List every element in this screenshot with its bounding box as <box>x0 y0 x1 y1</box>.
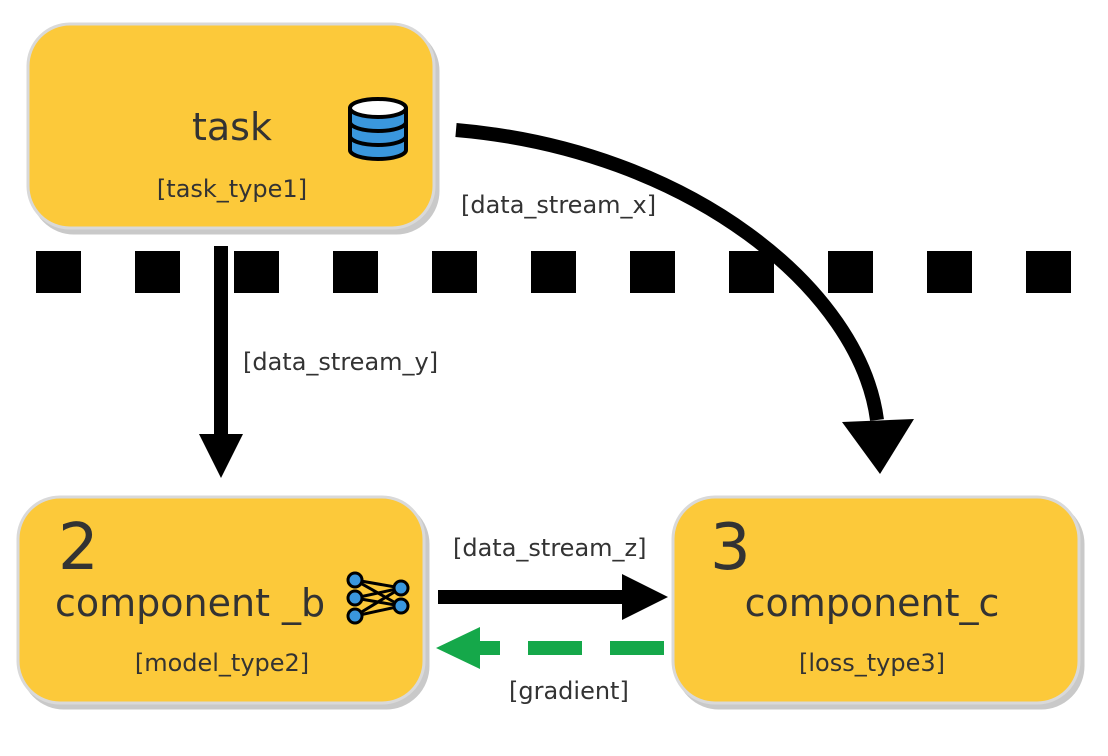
node-task-box <box>26 22 436 230</box>
node-task[interactable]: task [task_type1] <box>26 22 436 230</box>
edge-label-data-stream-z: [data_stream_z] <box>453 534 647 562</box>
node-component-c-box <box>671 495 1081 705</box>
arrowhead-gradient <box>436 627 480 669</box>
node-component-b-subtitle: [model_type2] <box>135 649 309 677</box>
edge-label-gradient: [gradient] <box>509 677 629 705</box>
node-component-b-title: component _b <box>55 581 325 625</box>
node-task-title: task <box>192 105 272 149</box>
node-component-b[interactable]: 2 component _b [model_type2] <box>16 495 426 705</box>
neural-network-icon <box>346 571 410 625</box>
arrowhead-task-to-component-b <box>199 434 243 478</box>
edge-label-data-stream-y: [data_stream_y] <box>243 348 438 376</box>
edge-task-to-component-c <box>455 123 884 421</box>
node-component-c-subtitle: [loss_type3] <box>799 649 945 677</box>
node-component-c-title: component_c <box>745 581 1000 625</box>
database-icon <box>348 97 408 161</box>
edge-label-data-stream-x: [data_stream_x] <box>461 191 656 219</box>
node-component-c[interactable]: 3 component_c [loss_type3] <box>671 495 1081 705</box>
node-component-b-box <box>16 495 426 705</box>
arrowhead-task-to-component-c <box>842 419 914 474</box>
node-component-b-number: 2 <box>58 511 99 585</box>
arrowhead-component-b-to-component-c <box>622 574 668 620</box>
node-task-subtitle: [task_type1] <box>157 175 307 203</box>
node-component-c-number: 3 <box>710 511 751 585</box>
